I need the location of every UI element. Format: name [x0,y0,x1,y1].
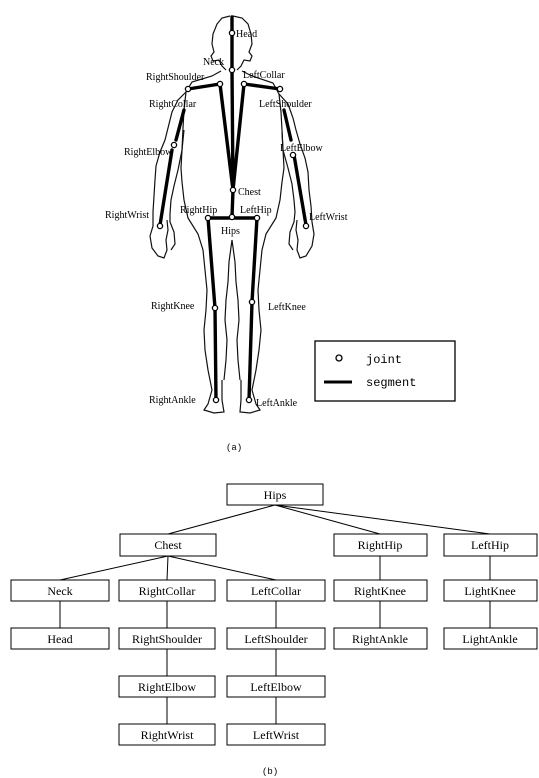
node-right-elbow: RightElbow [119,676,215,697]
node-light-ankle: LightAnkle [444,628,537,649]
node-right-elbow-label: RightElbow [138,680,196,694]
joint-left-knee [249,299,254,304]
joint-right-hip [205,215,210,220]
node-left-elbow: LeftElbow [227,676,325,697]
legend-segment-label: segment [366,376,416,390]
node-hips: Hips [227,484,323,505]
label-left-shoulder: LeftShoulder [259,99,312,110]
edge-hips-righthip [275,505,380,534]
node-right-wrist: RightWrist [119,724,215,745]
node-left-hip: LeftHip [444,534,537,556]
left-leg-inner-outline [232,240,240,380]
segment-right-shin [215,308,216,400]
node-right-shoulder-label: RightShoulder [132,632,202,646]
node-right-shoulder: RightShoulder [119,628,215,649]
node-right-hip: RightHip [334,534,427,556]
label-head: Head [236,29,257,40]
label-right-elbow: RightElbow [124,147,173,158]
node-left-wrist: LeftWrist [227,724,325,745]
node-light-knee: LightKnee [444,580,537,601]
label-left-collar: LeftCollar [243,70,285,81]
segment-left-thigh [252,218,257,302]
hierarchy-nodes: Hips Chest RightHip LeftHip Neck RightCo… [11,484,537,745]
edge-chest-neck [60,556,168,580]
node-chest: Chest [120,534,216,556]
node-light-ankle-label: LightAnkle [462,632,517,646]
node-chest-label: Chest [154,538,182,552]
node-neck: Neck [11,580,109,601]
head-outline-right [233,16,252,70]
edge-chest-leftcollar [168,556,276,580]
joint-right-ankle [213,397,218,402]
node-right-hip-label: RightHip [358,538,403,552]
joint-left-hip [254,215,259,220]
label-right-ankle: RightAnkle [149,395,196,406]
node-left-hip-label: LeftHip [471,538,509,552]
label-hips: Hips [221,226,240,237]
node-right-ankle: RightAnkle [334,628,427,649]
joint-left-ankle [246,397,251,402]
label-left-elbow: LeftElbow [280,143,324,154]
node-right-knee-label: RightKnee [354,584,406,598]
segment-right-thigh [208,218,215,308]
label-left-knee: LeftKnee [268,302,306,313]
joint-left-collar [241,81,246,86]
label-right-wrist: RightWrist [105,210,149,221]
node-head: Head [11,628,109,649]
joint-right-knee [212,305,217,310]
edge-chest-rightcollar [167,556,168,580]
segment-left-upper-arm [284,110,291,140]
node-light-knee-label: LightKnee [464,584,515,598]
legend-box [315,341,455,401]
node-left-shoulder-label: LeftShoulder [244,632,307,646]
segment-left-forearm [294,155,306,225]
label-right-collar: RightCollar [149,99,197,110]
node-right-wrist-label: RightWrist [141,728,195,742]
right-leg-inner-outline [224,240,232,380]
node-left-elbow-label: LeftElbow [250,680,302,694]
legend: joint segment [315,341,455,401]
segment-left-shin [249,302,252,400]
node-right-collar: RightCollar [119,580,215,601]
joint-right-wrist [157,223,162,228]
edge-hips-lefthip [275,505,490,534]
label-neck: Neck [203,57,224,68]
node-left-collar: LeftCollar [227,580,325,601]
joint-right-collar [185,86,190,91]
label-left-ankle: LeftAnkle [256,398,298,409]
legend-joint-icon [336,355,342,361]
node-right-ankle-label: RightAnkle [352,632,408,646]
node-left-wrist-label: LeftWrist [253,728,300,742]
label-right-shoulder: RightShoulder [146,72,205,83]
label-right-hip: RightHip [180,205,217,216]
label-left-hip: LeftHip [240,205,272,216]
edge-hips-chest [168,505,275,534]
joint-left-wrist [303,223,308,228]
node-left-shoulder: LeftShoulder [227,628,325,649]
joint-left-shoulder [277,86,282,91]
legend-joint-label: joint [366,353,402,367]
segment-chest-hips [232,190,233,217]
node-right-knee: RightKnee [334,580,427,601]
label-right-knee: RightKnee [151,301,195,312]
node-left-collar-label: LeftCollar [251,584,301,598]
caption-b: (b) [262,767,278,777]
node-hips-label: Hips [264,488,287,502]
joint-head [229,30,234,35]
label-left-wrist: LeftWrist [309,212,348,223]
joint-right-shoulder [217,81,222,86]
joint-hips [229,214,234,219]
node-neck-label: Neck [47,584,72,598]
node-right-collar-label: RightCollar [139,584,196,598]
segment-right-shoulder-bar [188,84,220,89]
joint-chest [230,187,235,192]
label-chest: Chest [238,187,261,198]
joint-neck [229,67,234,72]
segment-left-collar [233,84,244,190]
caption-a: (a) [226,443,242,453]
node-head-label: Head [47,632,72,646]
